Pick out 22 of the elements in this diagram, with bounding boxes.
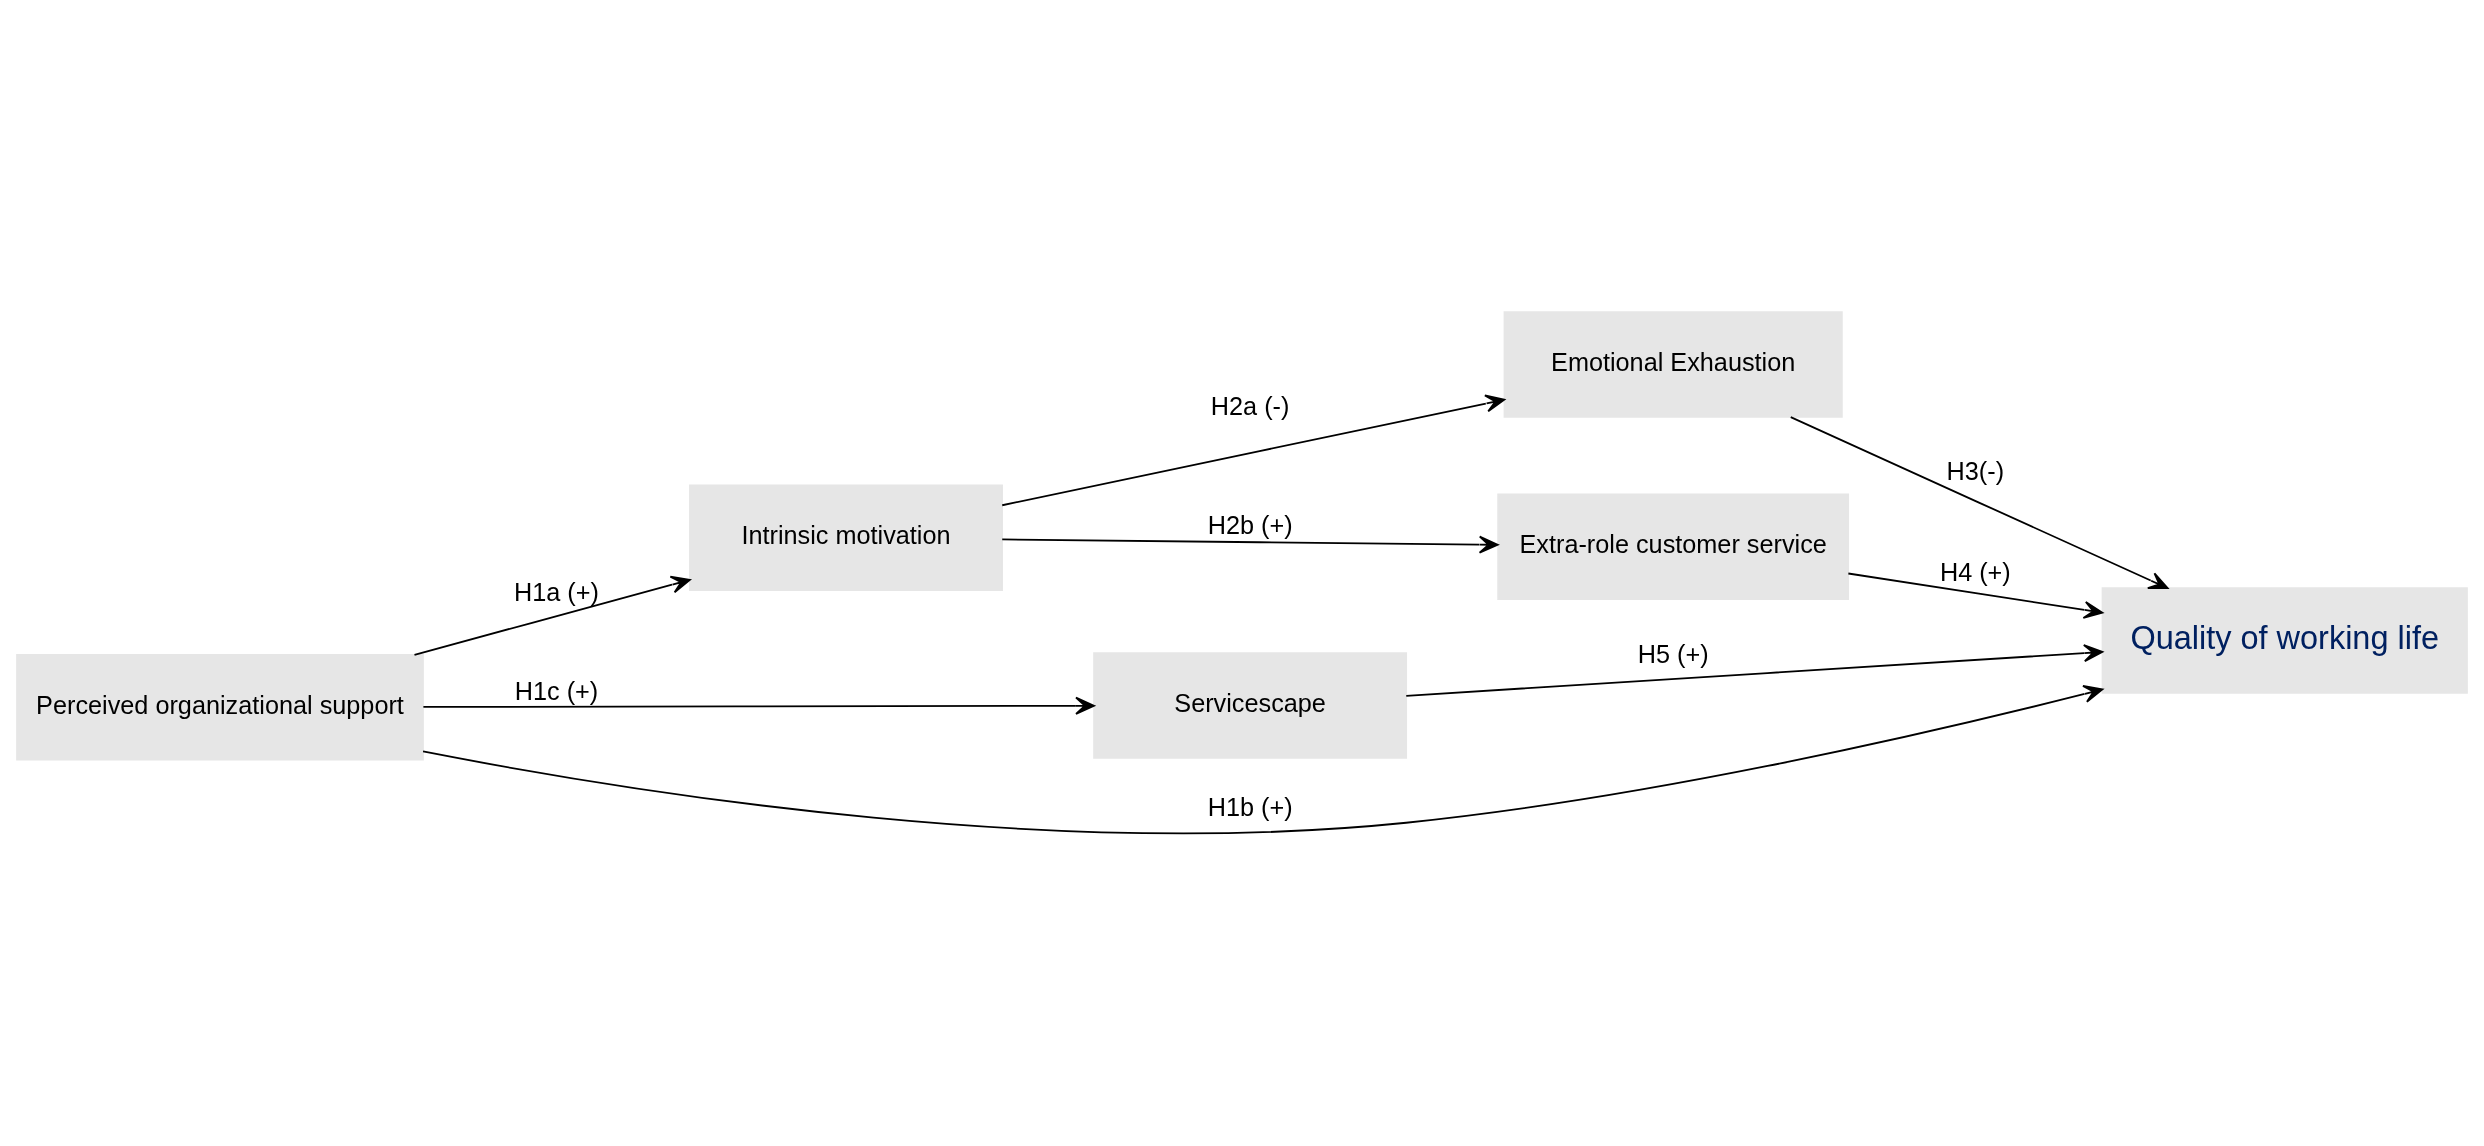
arrow (1847, 572, 2104, 619)
arrow (1789, 416, 2169, 590)
node-box: Emotional Exhaustion (1503, 311, 1843, 418)
node-box: Extra-role customer service (1497, 493, 1850, 600)
node-box: Servicescape (1093, 652, 1408, 759)
node-box: Perceived organizational support (16, 654, 424, 761)
arrow (422, 696, 1095, 715)
edge-label: H5 (+) (1637, 639, 1709, 668)
edge-label: H3(-) (1946, 457, 2005, 486)
arrow (413, 575, 691, 656)
arrow (1405, 644, 2104, 697)
edge-label: H2b (+) (1207, 511, 1293, 540)
edge-label: H1c (+) (514, 677, 599, 706)
edge-label: H2a (-) (1210, 392, 1290, 421)
node-box: Intrinsic motivation (689, 484, 1003, 591)
edge-label: H4 (+) (1939, 558, 2011, 587)
node-box: Quality of working life (2101, 587, 2468, 694)
edge-label: H1b (+) (1207, 792, 1293, 821)
arrow (1001, 394, 1506, 507)
arrow (1001, 535, 1499, 554)
arrow (422, 685, 2104, 834)
edge-label: H1a (+) (514, 578, 599, 607)
